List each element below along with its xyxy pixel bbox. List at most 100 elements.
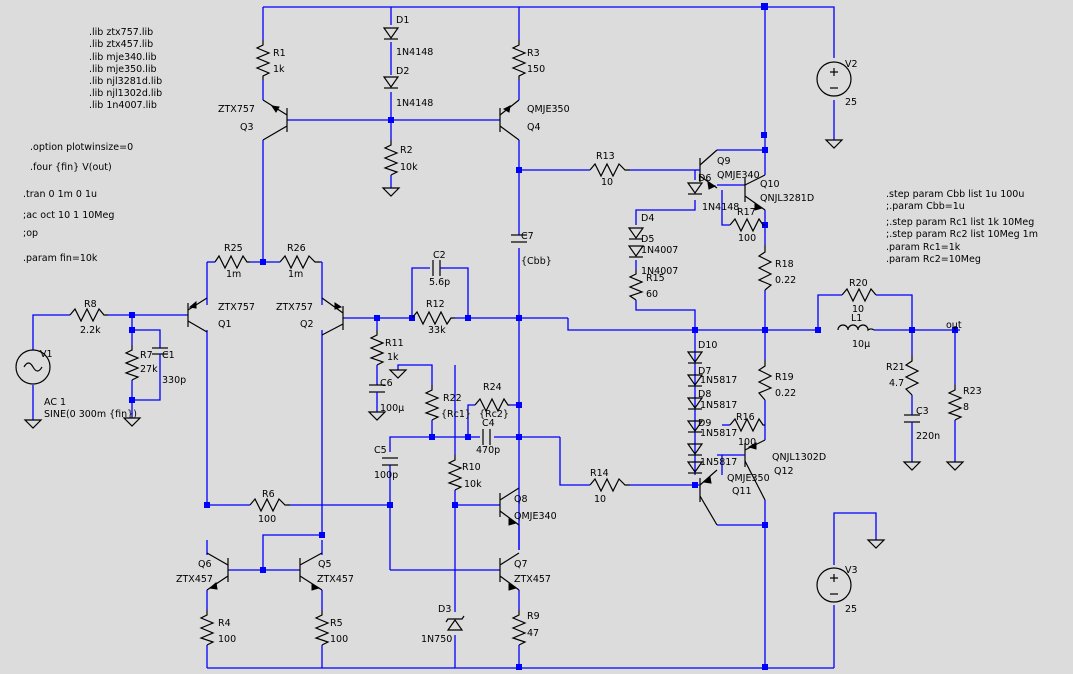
- svg-text:C3: C3: [916, 406, 929, 417]
- capacitor-c2: [432, 260, 445, 276]
- svg-text:33k: 33k: [428, 325, 446, 336]
- directive-line[interactable]: .lib 1n4007.lib: [89, 100, 157, 111]
- svg-text:D5: D5: [641, 234, 654, 245]
- svg-text:{Cbb}: {Cbb}: [521, 256, 552, 267]
- resistor-r6: [249, 497, 290, 513]
- resistor-r12: [411, 310, 455, 326]
- svg-text:1m: 1m: [226, 269, 241, 280]
- resistor-r18: [757, 245, 773, 291]
- directive-line[interactable]: ;op: [23, 228, 38, 239]
- directive-line[interactable]: ;.step param Rc2 list 10Meg 1m: [886, 229, 1038, 240]
- svg-text:1k: 1k: [273, 64, 285, 75]
- directive-line[interactable]: ;.step param Rc1 list 1k 10Meg: [886, 217, 1034, 228]
- svg-text:Q4: Q4: [527, 122, 541, 133]
- resistor-r13: [589, 162, 630, 178]
- svg-text:1m: 1m: [288, 269, 303, 280]
- resistors: [69, 40, 963, 646]
- directive-line[interactable]: .param fin=10k: [23, 253, 98, 264]
- directive-line[interactable]: .tran 0 1m 0 1u: [23, 189, 97, 200]
- svg-text:R21: R21: [886, 362, 905, 373]
- directive-line[interactable]: .lib mje340.lib: [89, 52, 157, 63]
- transistor-q7: [499, 552, 520, 591]
- svg-text:100: 100: [330, 634, 348, 645]
- transistor-q2: [321, 297, 344, 336]
- svg-text:10k: 10k: [464, 479, 482, 490]
- svg-text:D3: D3: [438, 604, 451, 615]
- spice-directives[interactable]: .lib ztx757.lib .lib ztx457.lib .lib mje…: [23, 27, 1038, 265]
- capacitor-c7: [511, 234, 527, 243]
- directive-line[interactable]: ;.param Cbb=1u: [886, 201, 965, 212]
- svg-text:R24: R24: [483, 382, 502, 393]
- svg-text:R5: R5: [330, 618, 343, 629]
- transistor-q4: [499, 99, 520, 141]
- directive-line[interactable]: .lib mje350.lib: [89, 64, 157, 75]
- capacitor-c3: [904, 414, 920, 430]
- diode-d1: [382, 27, 400, 40]
- svg-text:V2: V2: [845, 59, 858, 70]
- transistor-q11: [695, 469, 718, 526]
- svg-text:0.22: 0.22: [775, 275, 796, 286]
- directive-line[interactable]: .four {fin} V(out): [30, 162, 112, 173]
- svg-text:ZTX457: ZTX457: [176, 574, 213, 585]
- capacitor-c1: [152, 347, 168, 362]
- transistor-q10: [744, 174, 766, 211]
- capacitor-c4: [482, 429, 491, 445]
- svg-text:1N5817: 1N5817: [700, 400, 737, 411]
- diode-d2: [382, 76, 400, 89]
- svg-text:ZTX757: ZTX757: [218, 104, 255, 115]
- diode-d12: [686, 461, 704, 474]
- svg-text:QMJE340: QMJE340: [514, 511, 557, 522]
- diode-d5: [627, 245, 645, 258]
- resistor-r19: [757, 360, 773, 401]
- ground-icon: [824, 139, 844, 149]
- ground-icon: [367, 411, 387, 421]
- diode-d8: [686, 397, 704, 410]
- svg-text:100p: 100p: [374, 470, 398, 481]
- voltage-sources: [15, 61, 852, 603]
- voltage-source-v3: [816, 567, 852, 603]
- directive-line[interactable]: ;ac oct 10 1 10Meg: [23, 210, 114, 221]
- voltage-source-v2: [816, 61, 852, 97]
- transistor-q12: [722, 439, 766, 501]
- svg-text:150: 150: [527, 64, 545, 75]
- directive-line[interactable]: .param Rc1=1k: [886, 242, 961, 253]
- directive-line[interactable]: .param Rc2=10Meg: [886, 254, 981, 265]
- resistor-r26: [279, 254, 320, 270]
- directive-line[interactable]: .lib ztx757.lib: [89, 27, 153, 38]
- svg-text:R17: R17: [737, 207, 756, 218]
- ground-icon: [866, 539, 886, 549]
- resistor-r22: [424, 385, 440, 421]
- svg-text:25: 25: [845, 97, 857, 108]
- svg-text:C2: C2: [433, 250, 446, 261]
- resistor-r11: [369, 330, 385, 366]
- svg-text:4.7: 4.7: [889, 378, 904, 389]
- diode-d9: [686, 420, 704, 433]
- resistor-r5: [314, 610, 330, 646]
- diode-d4: [627, 227, 645, 240]
- svg-text:R22: R22: [443, 393, 462, 404]
- svg-text:5.6p: 5.6p: [429, 277, 450, 288]
- svg-text:Q8: Q8: [514, 494, 528, 505]
- svg-text:{Rc1}: {Rc1}: [441, 409, 471, 420]
- svg-text:1N5817: 1N5817: [700, 428, 737, 439]
- resistor-r2: [383, 140, 399, 176]
- diode-d10: [686, 351, 704, 364]
- directive-line[interactable]: .lib ztx457.lib: [89, 39, 153, 50]
- transistor-q8: [499, 487, 520, 526]
- svg-text:V1: V1: [40, 349, 53, 360]
- directive-line[interactable]: .step param Cbb list 1u 100u: [886, 189, 1024, 200]
- svg-text:R8: R8: [84, 299, 97, 310]
- resistor-r7: [124, 345, 140, 381]
- svg-text:R15: R15: [646, 273, 665, 284]
- resistor-r20: [841, 287, 877, 303]
- svg-text:100: 100: [258, 514, 276, 525]
- svg-text:ZTX757: ZTX757: [276, 302, 313, 313]
- svg-text:R20: R20: [849, 278, 868, 289]
- resistor-r8: [69, 307, 108, 323]
- svg-text:R10: R10: [462, 462, 481, 473]
- directive-line[interactable]: .option plotwinsize=0: [30, 142, 133, 153]
- directive-line[interactable]: .lib njl3281d.lib: [89, 76, 162, 87]
- directive-line[interactable]: .lib njl1302d.lib: [89, 88, 162, 99]
